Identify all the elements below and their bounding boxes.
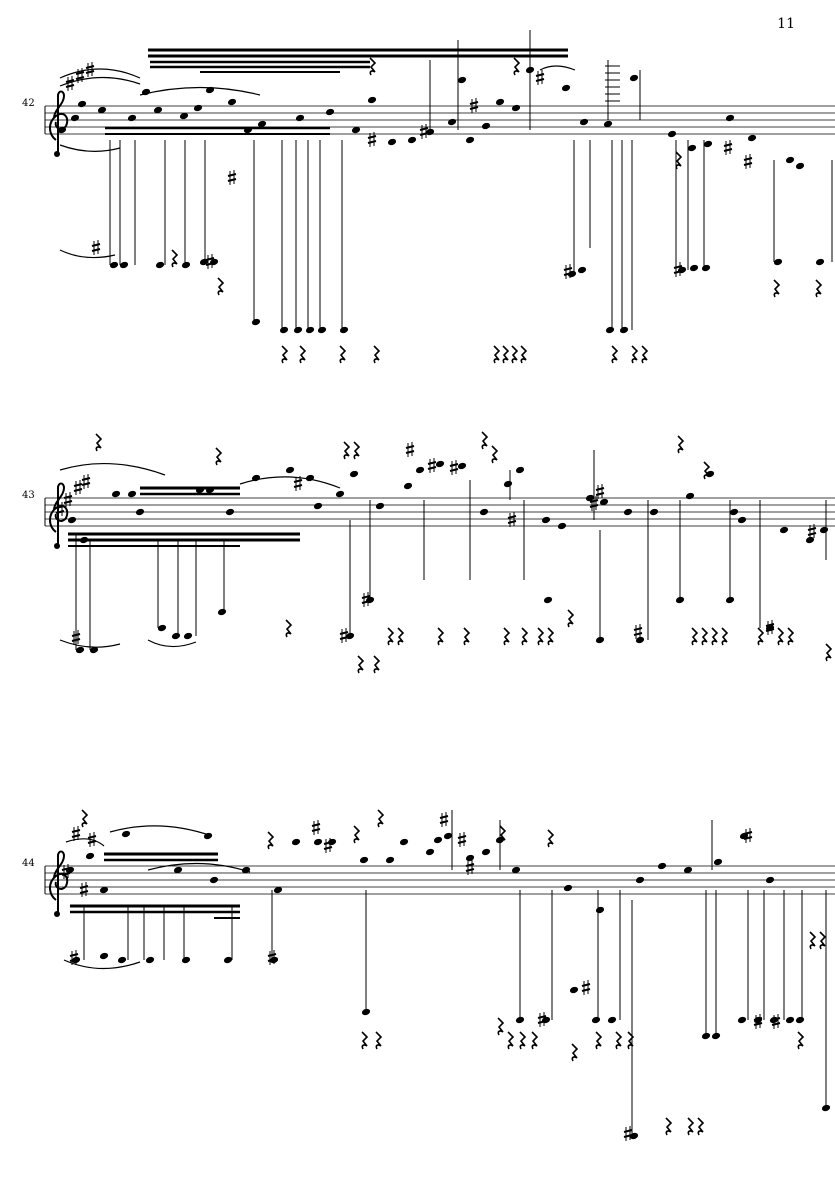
measure-number-3: 44 — [22, 858, 35, 869]
treble-clef-2 — [49, 482, 69, 550]
system-1-accidentals — [65, 61, 753, 280]
system-1-notation — [59, 30, 833, 330]
system-2-accidentals — [55, 441, 817, 646]
system-2-notation — [59, 450, 827, 650]
system-3-accidentals — [61, 811, 781, 1142]
treble-clef-3 — [49, 850, 69, 918]
measure-number-2: 43 — [22, 490, 35, 501]
system-3-notation — [63, 810, 827, 1136]
measure-number-1: 42 — [22, 98, 35, 109]
staff-1 — [44, 105, 835, 135]
page-number: 11 — [777, 16, 795, 32]
staff-2 — [44, 497, 835, 527]
staff-3 — [44, 865, 835, 895]
